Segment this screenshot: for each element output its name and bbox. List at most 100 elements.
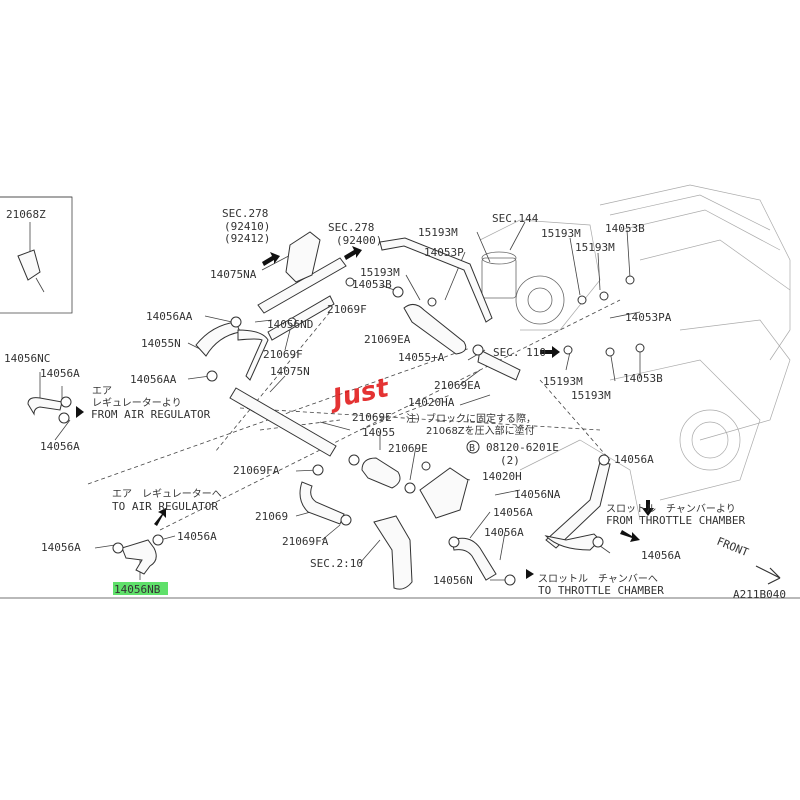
engine-outline <box>479 184 791 521</box>
pipe-14020ha <box>477 349 521 381</box>
part-label-14053p: 14053P <box>424 246 464 259</box>
to-throttle-jp: スロットル チャンバーへ <box>538 573 658 585</box>
part-label-14056nc: 14056NC <box>4 352 50 365</box>
from-throttle-en: FROM THROTTLE CHAMBER <box>606 514 745 527</box>
part-label-15193m: 15193M <box>575 241 615 254</box>
clamp-icon <box>472 344 484 356</box>
part-label-15193m: 15193M <box>571 389 611 402</box>
part-label-14056na: 14056NA <box>514 488 561 501</box>
flow-arrows <box>76 246 781 585</box>
part-label-14053pa: 14053PA <box>625 311 672 324</box>
part-label-14055a: 14055+A <box>398 351 445 364</box>
part-label-21069: 21069 <box>255 510 288 523</box>
bracket <box>285 231 321 283</box>
bolt-icon <box>635 343 645 353</box>
sec278-a-code-2: (92412) <box>224 232 270 245</box>
sec210-label: SEC.2:10 <box>310 557 363 570</box>
clamp-icon <box>599 291 609 301</box>
part-label-14056nb: 14056NB <box>114 583 161 596</box>
part-label-21069ea: 21069EA <box>364 333 411 346</box>
part-label-14055n: 14055N <box>141 337 181 350</box>
arrow-icon <box>76 406 84 418</box>
hoses <box>27 231 611 590</box>
pipe-main <box>229 387 337 457</box>
hose-14055a <box>403 304 467 355</box>
front-label: FRONT <box>715 535 751 560</box>
part-label-21069e: 21069E <box>388 442 428 455</box>
clamp-icon <box>60 396 72 408</box>
part-label-14075na: 14075NA <box>210 268 257 281</box>
clamp-icon <box>230 316 242 328</box>
sec278-b-code: (92400) <box>336 234 382 247</box>
from-throttle-jp: スロットル チャンバーより <box>606 503 736 515</box>
clamp-icon <box>605 347 615 357</box>
part-label-15193m: 15193M <box>543 375 583 388</box>
arrow-icon <box>540 346 560 358</box>
part-label-14056a: 14056A <box>40 367 80 380</box>
diagram-code: A211B040 <box>733 588 786 601</box>
clamp-icon <box>58 412 70 424</box>
part-label-14056a: 14056A <box>177 530 217 543</box>
sec278-b-label: SEC.278 <box>328 221 374 234</box>
arrow-icon <box>262 252 280 266</box>
part-label-14053b: 14053B <box>605 222 645 235</box>
to-air-regulator-en: TO AIR REGULATOR <box>112 500 218 513</box>
arrow-icon <box>344 246 362 260</box>
to-throttle-en: TO THROTTLE CHAMBER <box>538 584 664 597</box>
part-label-15193m: 15193M <box>418 226 458 239</box>
sec278-a-label: SEC.278 <box>222 207 268 220</box>
part-label-14056a: 14056A <box>40 440 80 453</box>
part-label-08120-mark: B <box>469 443 475 454</box>
section-labels: SEC.278 (92410) (92412) SEC.278 (92400) … <box>222 207 546 570</box>
hose-14056nc <box>27 397 63 416</box>
part-label-14056n: 14056N <box>433 574 473 587</box>
pipe-sec278 <box>379 237 493 323</box>
arrow-icon <box>642 500 654 516</box>
clamp-icon <box>287 317 297 327</box>
part-label-21069f: 21069F <box>327 303 367 316</box>
part-highlight <box>113 582 168 595</box>
part-label-08120-qty: (2) <box>500 454 520 467</box>
part-label-14056nd: 14056ND <box>267 318 313 331</box>
part-label-14056aa: 14056AA <box>146 310 193 323</box>
part-label-08120: 08120-6201E <box>486 441 559 454</box>
hose-14055 <box>361 457 401 489</box>
part-label-14020ha: 14020HA <box>408 396 455 409</box>
clamp-icon <box>152 534 164 546</box>
part-label-14056a: 14056A <box>41 541 81 554</box>
note-jp-2: 21068Zを圧入部に塗付 <box>426 424 535 437</box>
clamp-icon <box>404 482 416 494</box>
housing-sec210 <box>373 515 413 590</box>
part-label-14053b: 14053B <box>352 278 392 291</box>
part-label-15193m: 15193M <box>360 266 400 279</box>
part-label-21069ea: 21069EA <box>434 379 481 392</box>
clamp-icon <box>448 536 460 548</box>
hose-14056na <box>545 461 611 549</box>
from-air-regulator-jp-1: エア <box>92 386 112 397</box>
part-label-14056a: 14056A <box>641 549 681 562</box>
part-label-14055: 14055 <box>362 426 395 439</box>
inset-part-label: 21068Z <box>6 208 46 221</box>
arrow-icon <box>154 508 166 526</box>
part-label-14056a: 14056A <box>493 506 533 519</box>
part-label-14020h: 14020H <box>482 470 522 483</box>
bolt-icon <box>421 461 431 471</box>
clamp-icon <box>392 286 404 298</box>
clamp-icon <box>340 514 352 526</box>
part-label-14053b: 14053B <box>623 372 663 385</box>
part-label-21069fa: 21069FA <box>233 464 280 477</box>
clamp-icon <box>598 454 610 466</box>
pipe-upper <box>267 295 335 341</box>
bolt-mark-icon <box>466 440 480 454</box>
hose-14056nb <box>121 539 157 575</box>
front-arrow-icon <box>755 565 781 585</box>
clamp-icon <box>112 542 124 554</box>
arrow-icon <box>526 569 534 579</box>
clamp-icon <box>348 454 360 466</box>
clamp-icon <box>577 295 587 305</box>
flow-annotations: エア レギュレーターより FROM AIR REGULATOR エア レギュレー… <box>91 386 751 597</box>
bolt-icon <box>625 275 635 285</box>
clamp-icon <box>345 277 355 287</box>
clamp-icon <box>563 345 573 355</box>
